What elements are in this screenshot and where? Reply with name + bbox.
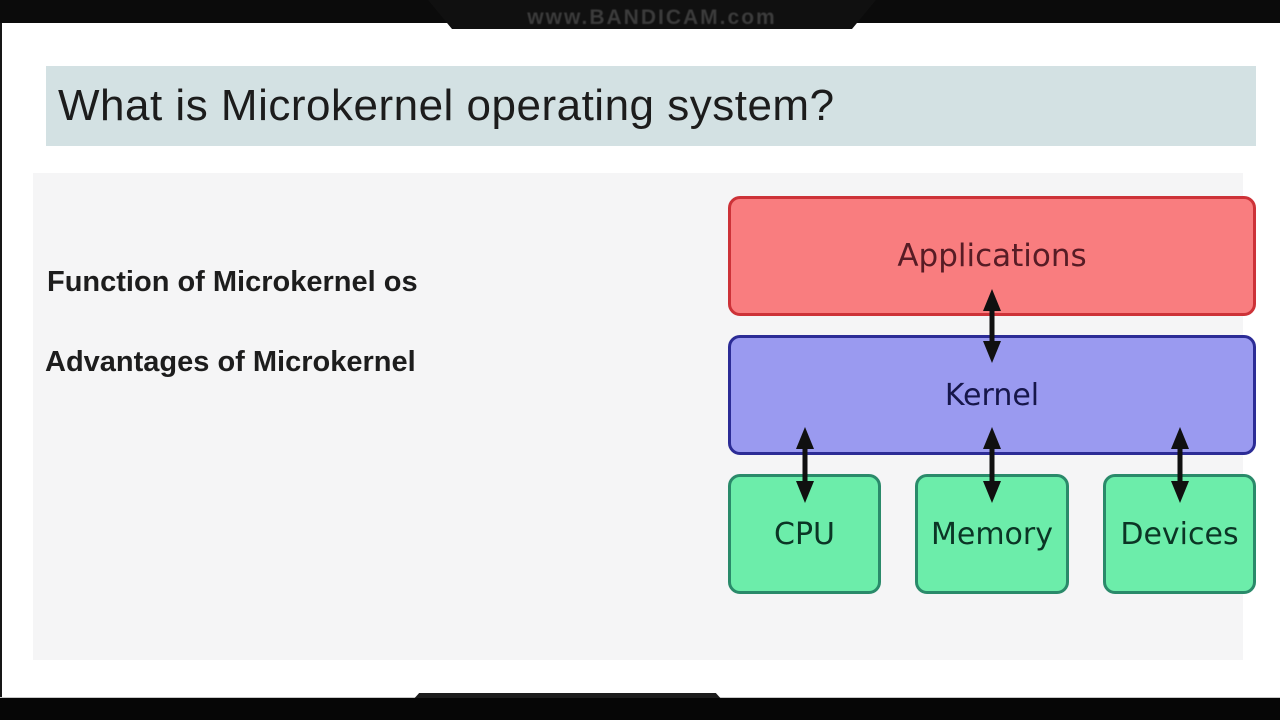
bandicam-watermark-tab: www.BANDICAM.com (428, 0, 876, 29)
cpu-label: CPU (774, 516, 835, 552)
bullet-advantages-of-microkernel: Advantages of Microkernel (45, 346, 416, 378)
slide-title-bar: What is Microkernel operating system? (46, 66, 1256, 146)
devices-label: Devices (1120, 516, 1239, 552)
kernel-label: Kernel (944, 377, 1040, 413)
bullet-function-of-microkernel: Function of Microkernel os (47, 266, 418, 298)
bottom-bar (0, 698, 1280, 720)
diagram-box-memory: Memory (915, 474, 1069, 594)
bandicam-watermark-text: www.BANDICAM.com (527, 6, 777, 29)
frame-left-edge (0, 23, 2, 698)
diagram-box-cpu: CPU (728, 474, 881, 594)
diagram-box-devices: Devices (1103, 474, 1256, 594)
diagram-box-kernel: Kernel (728, 335, 1256, 455)
page-title: What is Microkernel operating system? (58, 81, 835, 130)
applications-label: Applications (897, 238, 1087, 274)
memory-label: Memory (930, 516, 1053, 552)
diagram-box-applications: Applications (728, 196, 1256, 316)
